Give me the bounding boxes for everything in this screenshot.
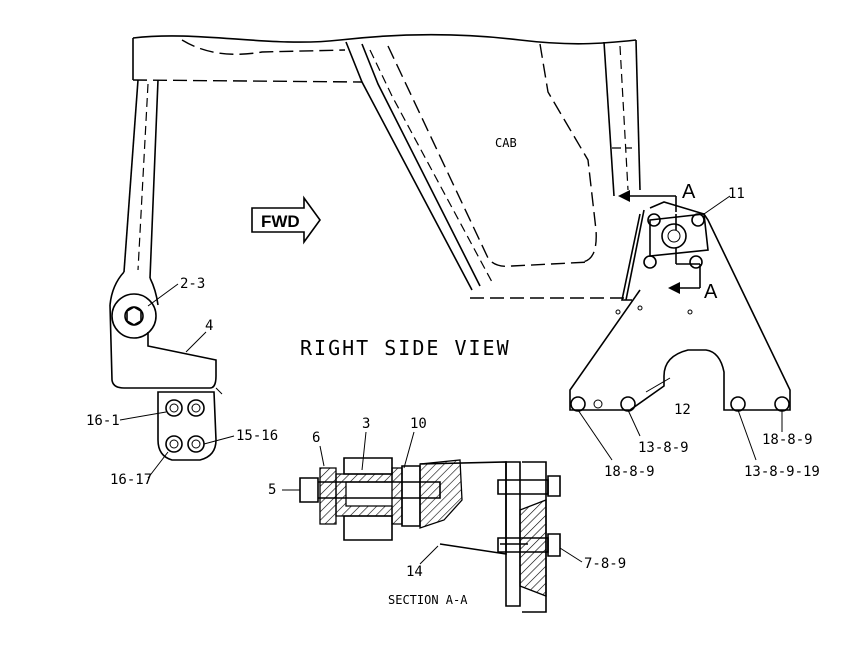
callout-6: 6 <box>312 430 320 446</box>
callout-13-8-9-19: 13-8-9-19 <box>744 464 820 480</box>
callout-10: 10 <box>410 416 427 432</box>
callout-18-8-9-right: 18-8-9 <box>762 432 813 448</box>
callout-12: 12 <box>674 402 691 418</box>
cab-label: CAB <box>495 136 517 150</box>
callout-13-8-9: 13-8-9 <box>638 440 689 456</box>
fwd-label: FWD <box>261 212 300 231</box>
callout-16-1: 16-1 <box>86 413 120 429</box>
callout-15-16: 15-16 <box>236 428 278 444</box>
callout-14: 14 <box>406 564 423 580</box>
view-title: RIGHT SIDE VIEW <box>300 336 511 360</box>
callout-7-8-9: 7-8-9 <box>584 556 626 572</box>
section-marker-a-top: A <box>682 181 696 203</box>
fwd-arrow: FWD <box>251 195 321 245</box>
callout-5: 5 <box>268 482 276 498</box>
left-mount <box>109 293 223 461</box>
cab-frame <box>109 33 641 306</box>
section-marker-a-bottom: A <box>704 281 718 303</box>
callout-4: 4 <box>205 318 213 334</box>
callout-11: 11 <box>728 186 745 202</box>
right-mount <box>569 201 791 412</box>
section-title: SECTION A-A <box>388 593 468 607</box>
section-a-a-detail <box>299 457 561 613</box>
callout-3: 3 <box>362 416 370 432</box>
callout-16-17: 16-17 <box>110 472 152 488</box>
callout-2-3: 2-3 <box>180 276 205 292</box>
section-marker-top: A <box>618 181 696 230</box>
callout-18-8-9-left: 18-8-9 <box>604 464 655 480</box>
section-marker-bottom: A <box>668 248 718 303</box>
